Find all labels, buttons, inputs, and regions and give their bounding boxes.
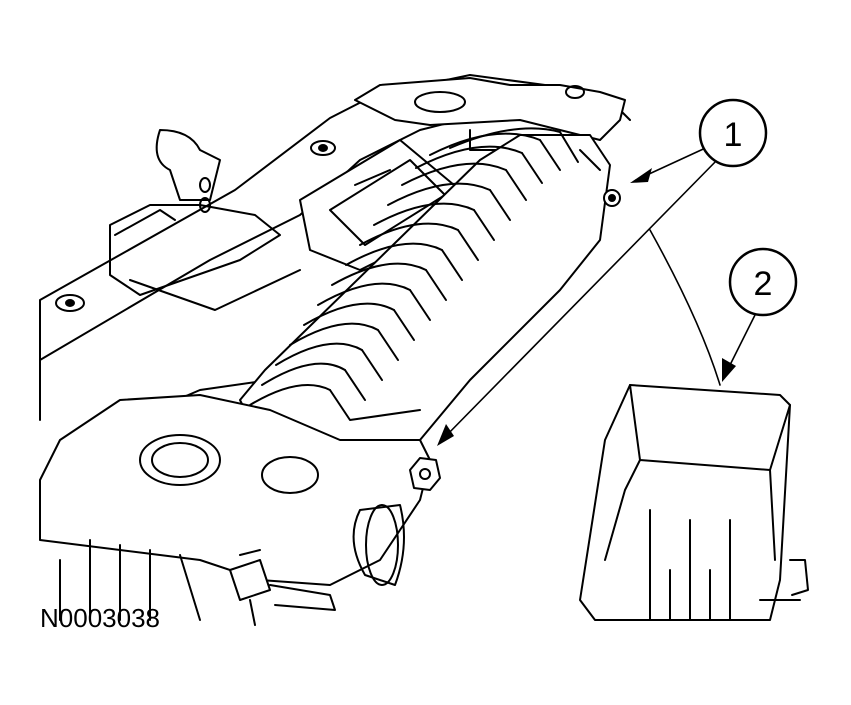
nut-upper — [603, 189, 621, 207]
figure-id-label: N0003038 — [40, 603, 160, 633]
arrowhead-callout-1-upper — [630, 168, 652, 183]
callout-2: 2 — [728, 247, 798, 317]
callout-1-circle — [698, 98, 768, 168]
nut-lower — [409, 457, 441, 491]
callout-1-label: 1 — [724, 116, 743, 154]
arrowhead-callout-1-lower — [437, 424, 454, 446]
lower-flange — [39, 394, 431, 621]
leader-lines — [441, 144, 756, 441]
callout-2-circle — [728, 247, 798, 317]
arrowheads — [437, 168, 736, 446]
stud-bolt — [229, 549, 336, 626]
connector-module — [579, 384, 809, 621]
callout-1: 1 — [698, 98, 768, 168]
callout-2-label: 2 — [754, 265, 773, 303]
arrowhead-callout-2 — [722, 358, 736, 382]
